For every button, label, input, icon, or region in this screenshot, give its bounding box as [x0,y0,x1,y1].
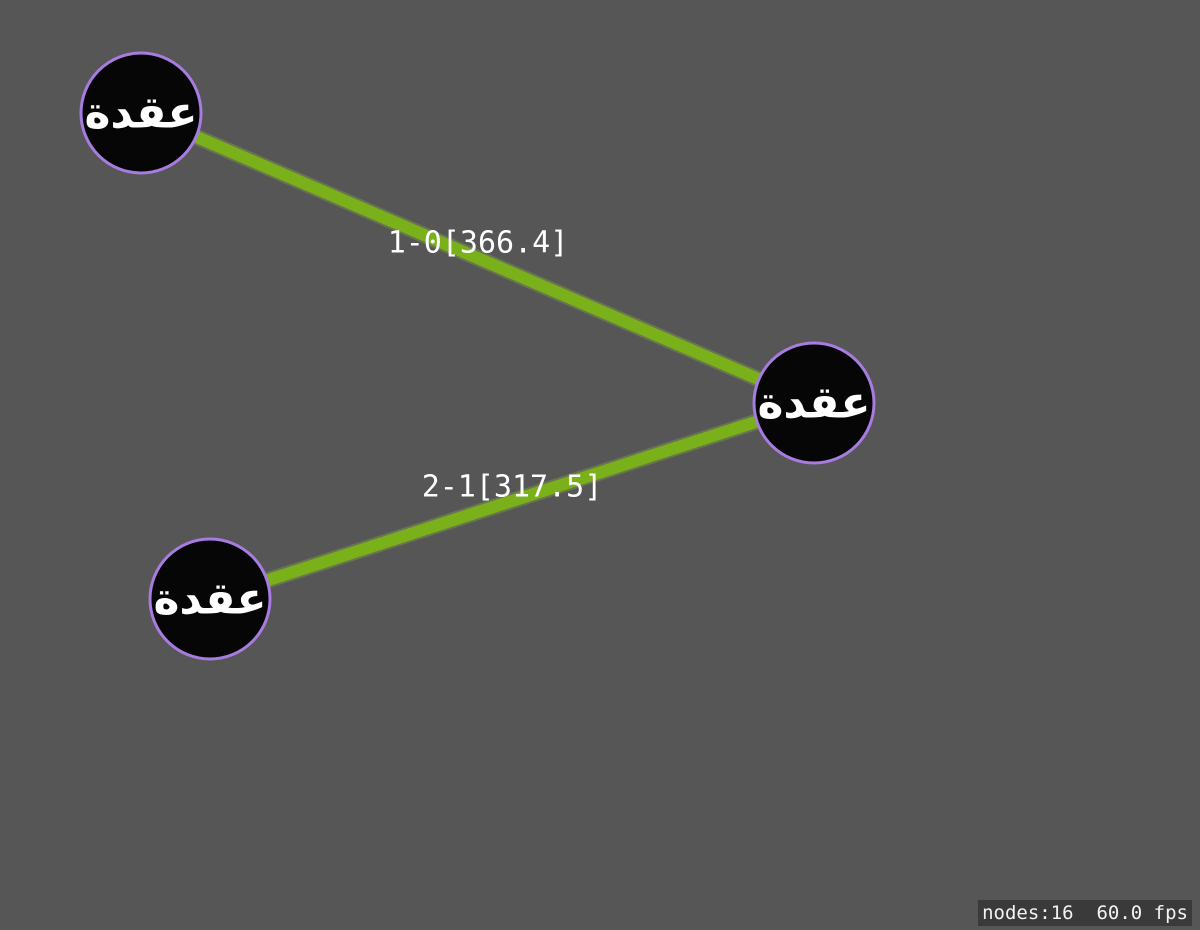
graph-node-1[interactable]: عقدة [752,341,876,465]
node-circle [148,537,272,661]
edge-2-1[interactable] [208,397,816,605]
fps-readout: 60.0 fps [1096,902,1188,924]
edge-1-0[interactable] [138,107,817,409]
node-circle [79,51,203,175]
nodes-layer: عقدة عقدة عقدة [79,51,876,661]
node-label: عقدة [84,88,197,139]
edge-label-2-1: 2-1[317.5] [422,470,603,505]
edge-label-1-0: 1-0[366.4] [388,226,569,261]
node-count-readout: nodes:16 [982,902,1074,924]
node-label: عقدة [757,378,870,429]
edge-labels-layer: 1-0[366.4] 2-1[317.5] [388,226,603,505]
graph-node-2[interactable]: عقدة [148,537,272,661]
stats-overlay: nodes:16 60.0 fps [978,900,1192,926]
graph-node-0[interactable]: عقدة [79,51,203,175]
edges-layer [137,105,818,607]
node-label: عقدة [153,574,266,625]
node-circle [752,341,876,465]
